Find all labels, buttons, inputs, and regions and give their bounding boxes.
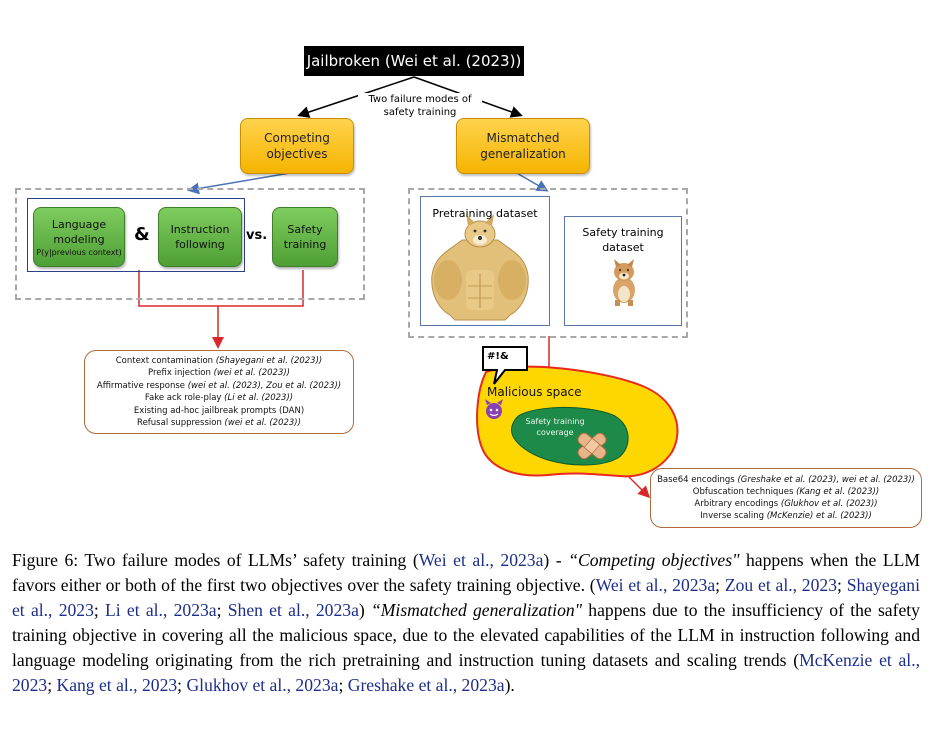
failure-modes-label: Two failure modes of safety training [358,93,482,119]
bandage-icon-2 [577,432,607,460]
speech-bubble-text: #!& [487,351,509,362]
competing-line2: objectives [266,147,328,161]
mismatch-techniques-list: Base64 encodings (Greshake et al. (2023)… [650,468,922,528]
diagram-title: Jailbroken (Wei et al. (2023)) [304,46,524,76]
pretraining-label: Pretraining dataset [432,207,538,220]
cheems-image [613,259,635,306]
mismatched-line1: Mismatched [486,131,560,145]
competing-objectives-box: Competing objectives [240,118,354,174]
devil-icon [485,399,503,419]
list-item: Fake ack role-play (Li et al. (2023)) [144,393,294,403]
list-item: Arbitrary encodings (Glukhov et al. (202… [694,499,878,509]
arrow-competing-to-group [187,171,297,195]
citation-link[interactable]: McKenzie et al., 2023 [12,650,920,695]
instr-line2: following [175,238,225,251]
citation-link[interactable]: Li et al., 2023a [105,600,217,620]
failure-label-line1: Two failure modes of [368,94,472,105]
coverage-line1: Safety training [525,417,585,426]
safety-dataset-label: Safety training dataset [565,225,681,255]
citation-link[interactable]: Zou et al., 2023 [724,575,837,595]
coverage-line2: coverage [536,428,574,437]
instr-line1: Instruction [170,223,230,236]
mismatched-generalization-group [408,188,688,338]
competing-techniques-list: Context contamination (Shayegani et al. … [84,350,354,434]
citation-link[interactable]: Shayegani et al., 2023 [12,575,920,620]
safety-training-box: Safety training [272,207,338,267]
list-item: Existing ad-hoc jailbreak prompts (DAN) [133,405,305,416]
speech-bubble [482,346,528,385]
citation-link[interactable]: Shen et al., 2023a [227,600,359,620]
lm-line1: Language [51,217,107,231]
arrow-mismatched-to-group [514,171,549,192]
safety-dataset-line2: dataset [602,241,644,254]
list-item: Context contamination (Shayegani et al. … [115,355,323,366]
citation-link[interactable]: Kang et al., 2023 [56,675,178,695]
coverage-label: Safety training coverage [522,416,588,438]
muscular-doge-image [431,214,529,321]
citation-link[interactable]: Wei et al., 2023a [418,550,544,570]
competing-line1: Competing [264,131,330,145]
arrow-to-competing [297,76,415,118]
list-item: Obfuscation techniques (Kang et al. (202… [692,487,880,497]
instruction-following-box: Instruction following [158,207,242,267]
safety-dataset-line1: Safety training [582,226,664,239]
vs-label: vs. [246,228,268,243]
competing-objectives-group [15,188,365,300]
diagram-connectors [138,76,679,499]
lm-line2: modeling [53,232,105,246]
citation-link[interactable]: Glukhov et al., 2023a [186,675,339,695]
list-item: Affirmative response (wei et al. (2023),… [96,380,342,391]
pretraining-dataset-box: Pretraining dataset [420,196,550,326]
malicious-space-label: Malicious space [487,385,582,399]
language-modeling-box: Language modeling P(y|previous context) [33,207,125,267]
failure-label-line2: safety training [383,107,457,118]
list-item: Base64 encodings (Greshake et al. (2023)… [657,475,915,485]
citation-link[interactable]: Greshake et al., 2023a [347,675,505,695]
list-item: Inverse scaling (McKenzie) et al. (2023)… [700,511,872,521]
red-connector-left [138,270,304,307]
figure-caption: Figure 6: Two failure modes of LLMs’ saf… [12,550,920,695]
mismatched-generalization-box: Mismatched generalization [456,118,590,174]
and-symbol: & [134,224,150,245]
citation-link[interactable]: Wei et al., 2023a [595,575,716,595]
mismatched-line2: generalization [480,147,566,161]
lm-sub: P(y|previous context) [36,247,122,257]
safety-line2: training [283,238,327,251]
safety-dataset-box: Safety training dataset [564,216,682,326]
safety-line1: Safety [287,223,323,236]
list-item: Refusal suppression (wei et al. (2023)) [137,418,301,428]
list-item: Prefix injection (wei et al. (2023)) [148,368,290,378]
lm-instruction-frame [27,198,245,272]
